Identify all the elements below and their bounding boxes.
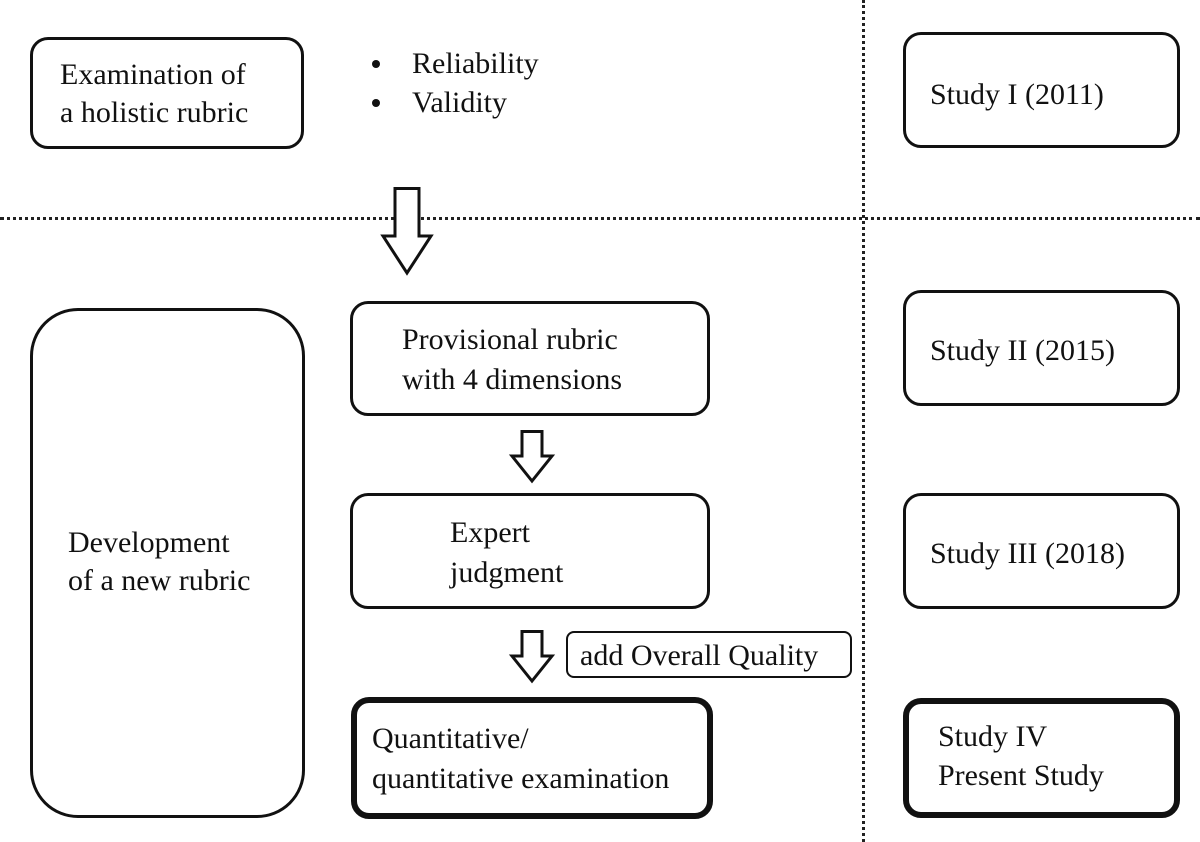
expert-line2: judgment [450,556,564,589]
down-arrow-icon [508,430,556,484]
expert-judgment-box [350,493,710,609]
provisional-line1: Provisional rubric [402,323,618,356]
add-overall-quality-box [566,631,852,678]
study-1-label: Study I (2011) [930,78,1104,111]
study-2-label: Study II (2015) [930,334,1115,367]
bullet-validity: Validity [412,86,507,119]
study-3-label: Study III (2018) [930,537,1125,570]
development-line2: of a new rubric [68,564,251,597]
quantitative-examination-box [351,697,713,819]
down-arrow-icon [508,630,556,684]
horizontal-dotted-divider [0,217,1200,220]
bullet-dot-validity [372,99,380,107]
holistic-rubric-line2: a holistic rubric [60,96,249,129]
study-4-line1: Study IV [938,720,1048,753]
add-overall-quality-label: add Overall Quality [580,639,819,672]
holistic-rubric-box [30,37,304,149]
development-line1: Development [68,526,230,559]
holistic-rubric-line1: Examination of [60,58,246,91]
expert-line1: Expert [450,516,530,549]
provisional-line2: with 4 dimensions [402,363,623,396]
quantitative-line1: Quantitative/ [372,722,529,755]
quantitative-line2: quantitative examination [372,762,670,795]
bullet-reliability: Reliability [412,47,539,80]
study-4-line2: Present Study [938,759,1104,792]
study-4-box [903,698,1180,818]
vertical-dotted-divider [862,0,865,842]
bullet-dot-reliability [372,60,380,68]
study-2-box [903,290,1180,406]
development-box [30,308,305,818]
provisional-rubric-box [350,301,710,416]
down-arrow-icon [380,187,434,276]
study-1-box [903,32,1180,148]
study-3-box [903,493,1180,609]
